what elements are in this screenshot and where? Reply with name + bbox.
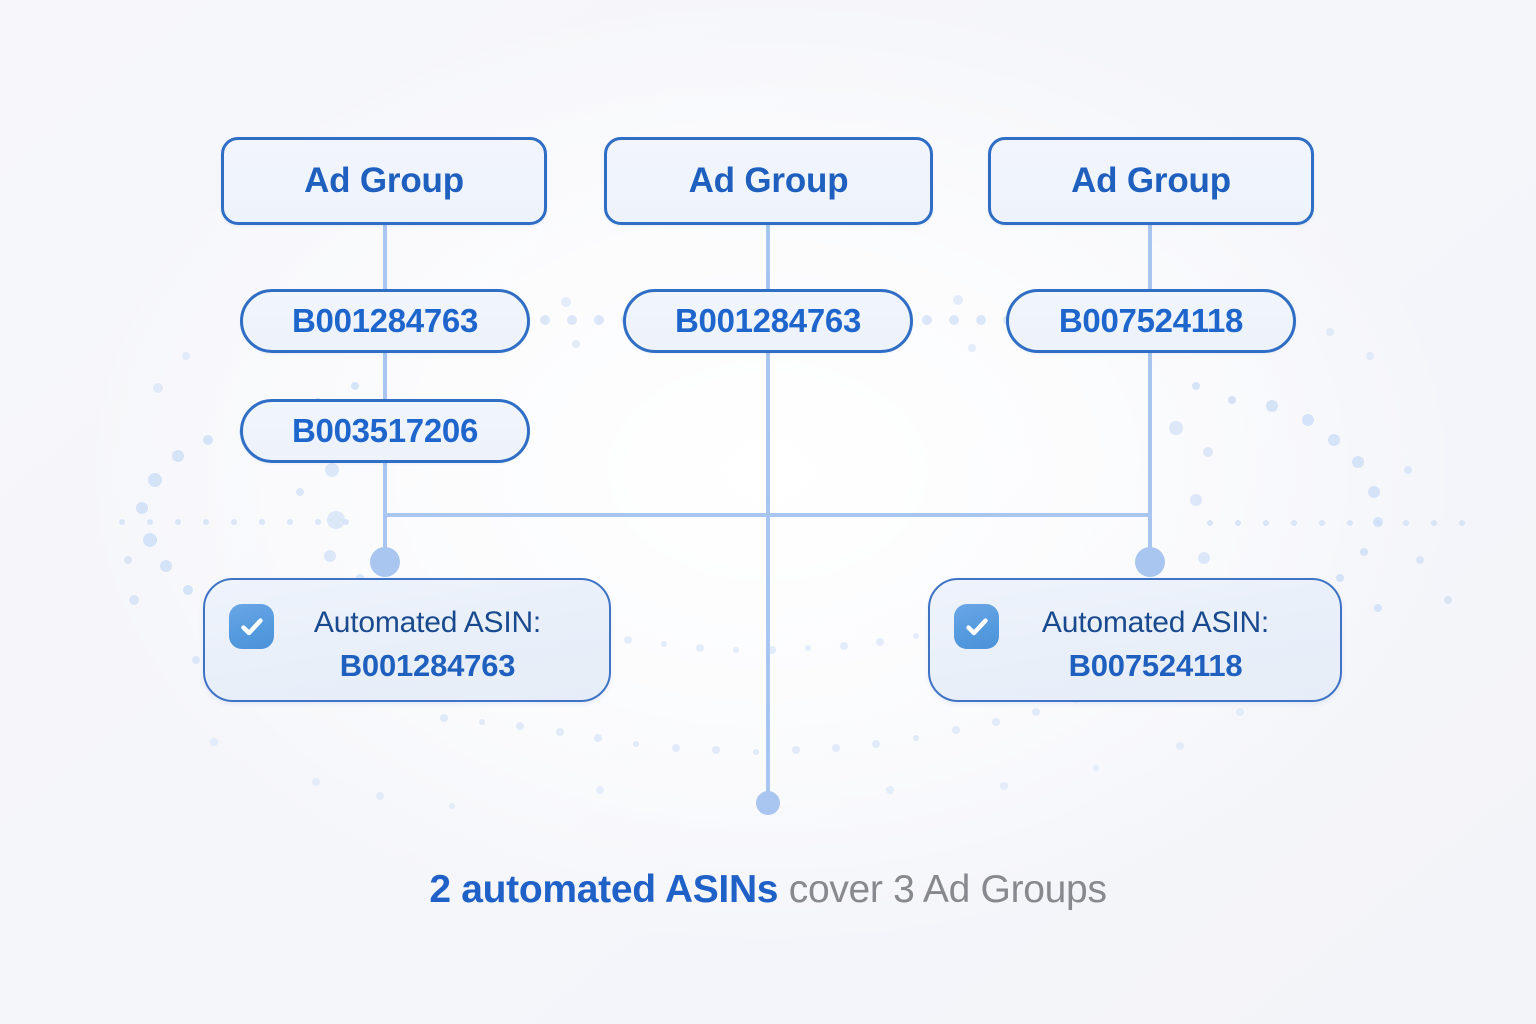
caption-strong: 2 automated ASINs [429,868,779,911]
asin-pill-1-1[interactable]: B001284763 [240,289,530,353]
automated-asin-label: Automated ASIN: [1041,606,1270,639]
automated-asin-text-left: Automated ASIN: B001284763 [276,602,583,688]
pill-link-dot [949,315,959,325]
ad-group-label: Ad Group [688,161,849,200]
asin-code: B001284763 [291,302,478,339]
asin-pill-2-1[interactable]: B001284763 [623,289,913,353]
pill-link-dot [567,315,577,325]
ad-group-box-3[interactable]: Ad Group [988,137,1314,225]
checkbox-checked-left[interactable] [229,604,274,649]
endpoint-dot-right [1135,547,1165,577]
checkbox-checked-right[interactable] [954,604,999,649]
automated-asin-text-right: Automated ASIN: B007524118 [1001,602,1314,688]
ad-group-box-2[interactable]: Ad Group [604,137,933,225]
automated-asin-code: B007524118 [1068,648,1243,683]
pill-link-dot [922,315,932,325]
pill-link-dot [976,315,986,325]
asin-code: B001284763 [674,302,861,339]
automated-asin-card-left[interactable]: Automated ASIN: B001284763 [203,578,611,702]
pill-link-dot [594,315,604,325]
asin-code: B007524118 [1058,302,1244,339]
asin-pill-1-2[interactable]: B003517206 [240,399,530,463]
asin-code: B003517206 [291,412,478,449]
endpoint-dot-middle [756,791,780,815]
check-icon [240,617,263,635]
ad-group-label: Ad Group [1071,161,1231,200]
summary-caption: 2 automated ASINs cover 3 Ad Groups [0,868,1536,912]
ad-group-box-1[interactable]: Ad Group [221,137,547,225]
pill-link-dot [540,315,550,325]
automated-asin-code: B001284763 [339,648,516,683]
endpoint-dot-left [370,547,400,577]
automated-asin-label: Automated ASIN: [313,606,542,639]
automated-asin-card-right[interactable]: Automated ASIN: B007524118 [928,578,1342,702]
asin-pill-3-1[interactable]: B007524118 [1006,289,1296,353]
caption-muted: cover 3 Ad Groups [778,868,1107,911]
ad-group-label: Ad Group [304,161,464,200]
check-icon [965,617,988,635]
